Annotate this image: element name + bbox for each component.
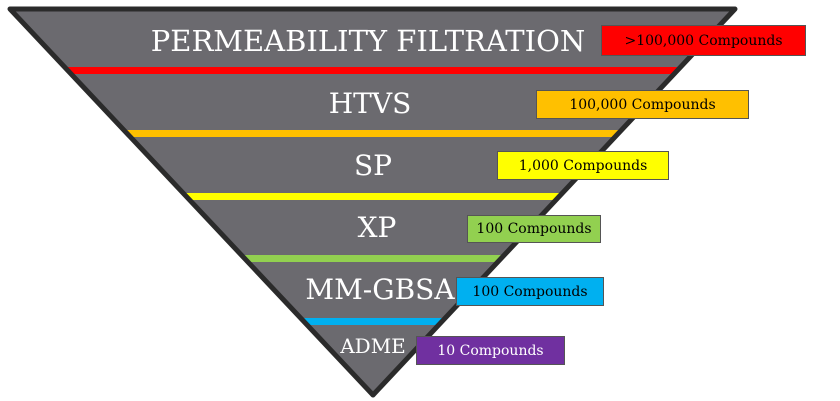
stage-label-permeability: PERMEABILITY FILTRATION: [151, 24, 585, 58]
stage-label-sp: SP: [354, 149, 392, 182]
count-box-sp: 1,000 Compounds: [497, 151, 669, 180]
count-box-adme: 10 Compounds: [416, 336, 565, 365]
stage-label-mmgbsa: MM-GBSA: [305, 273, 455, 306]
funnel-outline: [7, 6, 738, 398]
stripe-yellow: [10, 193, 735, 200]
stripe-orange: [10, 130, 735, 137]
count-box-mmgbsa: 100 Compounds: [456, 277, 604, 306]
count-box-permeability: >100,000 Compounds: [601, 25, 806, 56]
stage-label-adme: ADME: [339, 334, 406, 358]
stripe-green: [10, 255, 735, 262]
stage-label-htvs: HTVS: [329, 87, 412, 120]
stripe-blue: [10, 318, 735, 325]
stage-label-xp: XP: [358, 211, 397, 244]
count-box-xp: 100 Compounds: [467, 215, 601, 243]
stripe-red: [10, 67, 735, 74]
count-box-htvs: 100,000 Compounds: [536, 90, 749, 119]
